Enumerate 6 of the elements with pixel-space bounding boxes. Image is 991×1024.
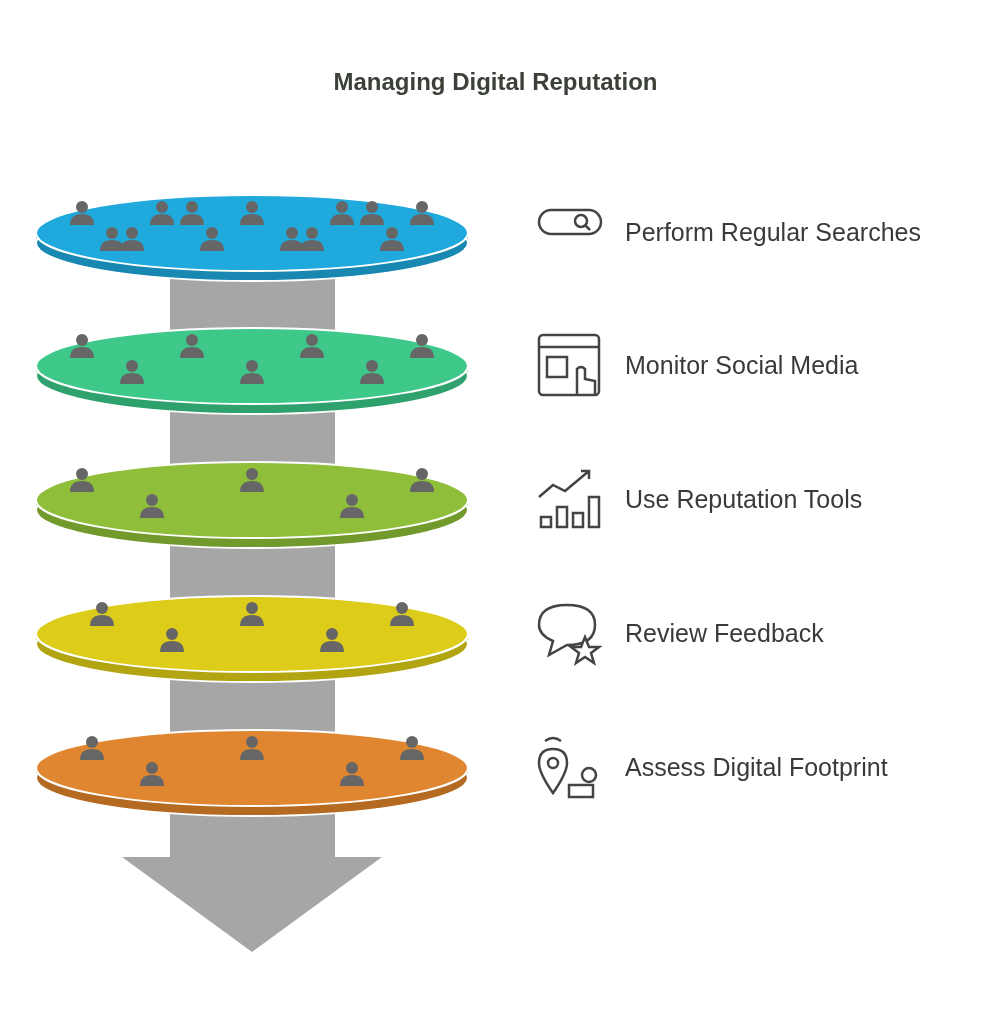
- step-label: Use Reputation Tools: [625, 485, 863, 514]
- step-label: Review Feedback: [625, 619, 824, 648]
- step-label: Monitor Social Media: [625, 351, 859, 380]
- step-label: Perform Regular Searches: [625, 218, 921, 247]
- diagram-title: Managing Digital Reputation: [332, 68, 659, 96]
- step-label: Assess Digital Footprint: [625, 753, 888, 782]
